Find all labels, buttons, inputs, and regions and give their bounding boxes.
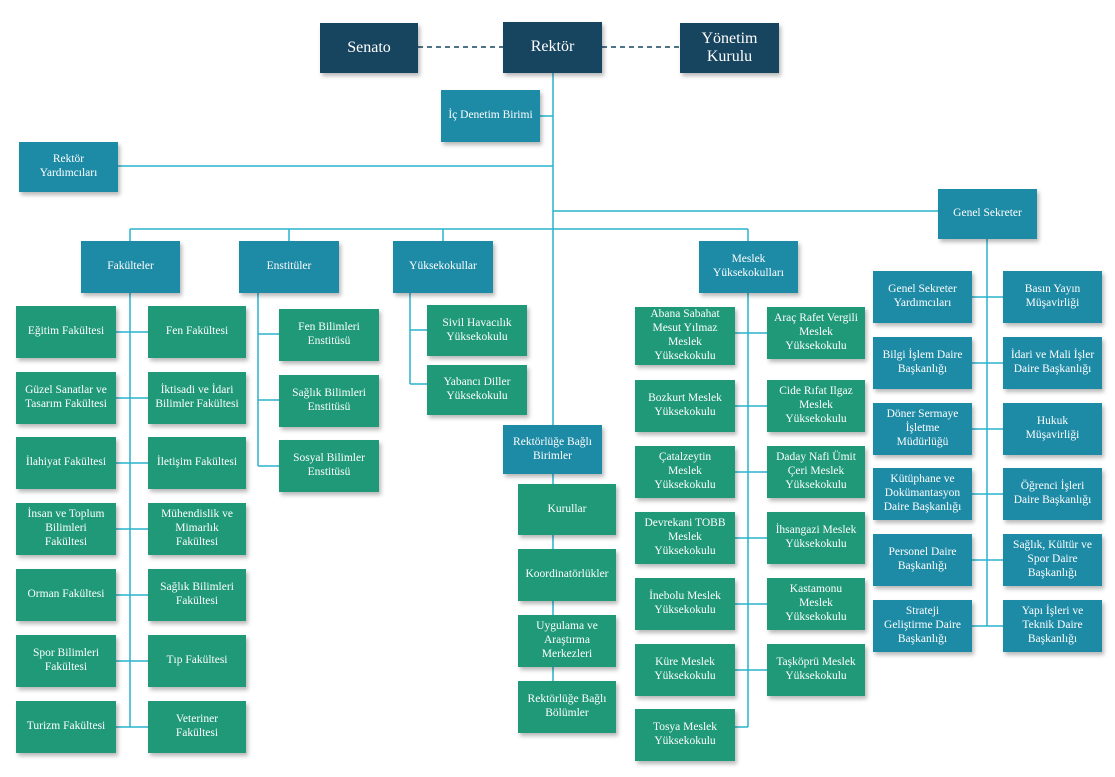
fakulte-ilahiyat: İlahiyat Fakültesi [16,437,116,489]
meslek-yuksekokullari-box: Meslek Yüksekokulları [699,241,798,293]
myo-ihsangazi: İhsangazi Meslek Yüksekokulu [767,512,865,564]
myo-taskopru: Taşköprü Meslek Yüksekokulu [767,644,865,696]
rektorluge-bagli-birimler-box: Rektörlüğe Bağlı Birimler [503,425,602,474]
gs-yapi-isleri: Yapı İşleri ve Teknik Daire Başkanlığı [1003,600,1102,652]
myo-cide: Cide Rıfat Ilgaz Meslek Yüksekokulu [767,380,865,432]
rektor-box: Rektör [503,22,602,73]
myo-kure: Küre Meslek Yüksekokulu [635,644,735,696]
myo-inebolu: İnebolu Meslek Yüksekokulu [635,578,735,630]
rb-bolumler: Rektörlüğe Bağlı Bölümler [518,681,616,733]
myo-tosya: Tosya Meslek Yüksekokulu [635,709,735,761]
fakulte-turizm: Turizm Fakültesi [16,701,116,753]
fakulte-iletisim: İletişim Fakültesi [148,437,246,489]
fakulte-orman: Orman Fakültesi [16,569,116,621]
senato-box: Senato [320,23,418,73]
gs-personel: Personel Daire Başkanlığı [873,534,972,586]
fakulte-insan-toplum: İnsan ve Toplum Bilimleri Fakültesi [16,503,116,555]
enstitu-saglik: Sağlık Bilimleri Enstitüsü [279,375,379,427]
gs-yardimcilari: Genel Sekreter Yardımcıları [873,271,972,323]
fakulte-muhendislik: Mühendislik ve Mimarlık Fakültesi [148,503,246,555]
gs-saglik-kultur: Sağlık, Kültür ve Spor Daire Başkanlığı [1003,534,1102,586]
yonetim-kurulu-box: Yönetim Kurulu [680,23,779,73]
fakulte-spor: Spor Bilimleri Fakültesi [16,635,116,687]
myo-catalzeytin: Çatalzeytin Meslek Yüksekokulu [635,446,735,498]
gs-strateji: Strateji Geliştirme Daire Başkanlığı [873,600,972,652]
ic-denetim-box: İç Denetim Birimi [441,90,540,142]
myo-daday: Daday Nafi Ümit Çeri Meslek Yüksekokulu [767,446,865,498]
rektor-yardimcilari-box: Rektör Yardımcıları [19,142,118,192]
yo-yabanci-diller: Yabancı Diller Yüksekokulu [427,365,527,415]
myo-kastamonu: Kastamonu Meslek Yüksekokulu [767,578,865,630]
fakulte-iktisadi: İktisadi ve İdari Bilimler Fakültesi [148,372,246,424]
yuksekokullar-box: Yüksekokullar [393,241,493,293]
fakulte-tip: Tıp Fakültesi [148,635,246,687]
enstituler-box: Enstitüler [239,241,339,293]
fakulte-veteriner: Veteriner Fakültesi [148,701,246,753]
rb-koordinatorlukler: Koordinatörlükler [518,549,616,601]
gs-doner-sermaye: Döner Sermaye İşletme Müdürlüğü [873,403,972,455]
fakulte-fen: Fen Fakültesi [148,306,246,358]
gs-idari-mali: İdari ve Mali İşler Daire Başkanlığı [1003,337,1102,389]
myo-bozkurt: Bozkurt Meslek Yüksekokulu [635,380,735,432]
yo-sivil-havacilik: Sivil Havacılık Yüksekokulu [427,305,527,356]
enstitu-fen: Fen Bilimleri Enstitüsü [279,309,379,361]
enstitu-sosyal: Sosyal Bilimler Enstitüsü [279,440,379,492]
myo-devrekani: Devrekani TOBB Meslek Yüksekokulu [635,512,735,564]
genel-sekreter-box: Genel Sekreter [938,189,1037,239]
rb-kurullar: Kurullar [518,484,616,535]
myo-abana: Abana Sabahat Mesut Yılmaz Meslek Yüksek… [635,307,735,365]
rb-uygulama-merkezleri: Uygulama ve Araştırma Merkezleri [518,615,616,667]
gs-ogrenci-isleri: Öğrenci İşleri Daire Başkanlığı [1003,468,1102,520]
gs-hukuk: Hukuk Müşavirliği [1003,403,1102,455]
fakulte-egitim: Eğitim Fakültesi [16,306,116,358]
myo-arac: Araç Rafet Vergili Meslek Yüksekokulu [767,307,865,359]
fakulteler-box: Fakülteler [81,241,180,293]
fakulte-guzel-sanatlar: Güzel Sanatlar ve Tasarım Fakültesi [16,372,116,424]
gs-bilgi-islem: Bilgi İşlem Daire Başkanlığı [873,337,972,389]
fakulte-saglik: Sağlık Bilimleri Fakültesi [148,569,246,621]
gs-basin-yayin: Basın Yayın Müşavirliği [1003,271,1102,323]
gs-kutuphane: Kütüphane ve Dokümantasyon Daire Başkanl… [873,468,972,520]
